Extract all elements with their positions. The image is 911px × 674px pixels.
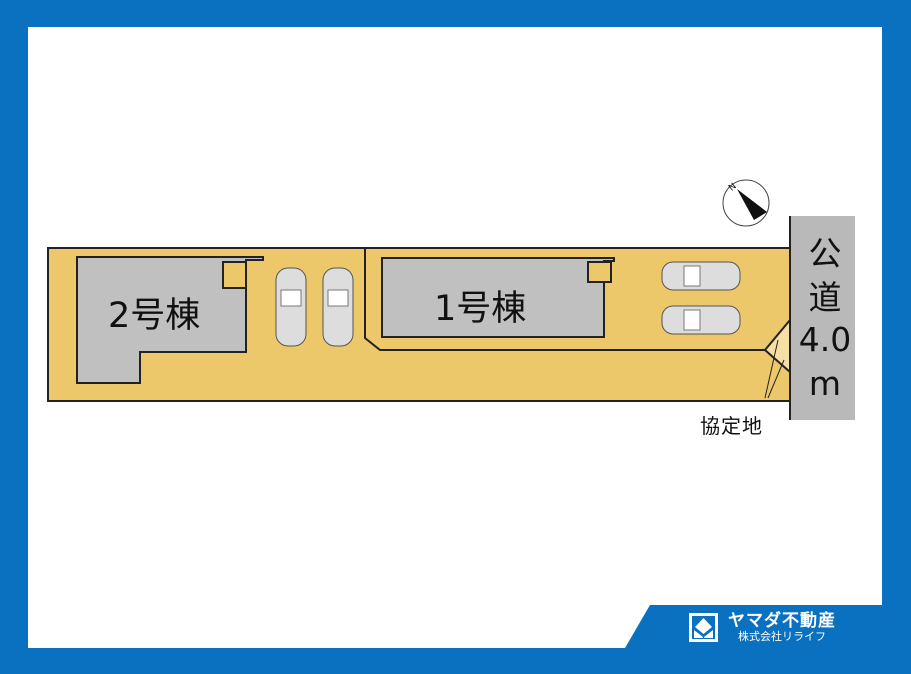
building-1-porch — [587, 261, 612, 283]
car-icon — [322, 267, 354, 347]
north-arrow-icon: N — [722, 179, 770, 227]
leader-line — [764, 339, 779, 399]
leader-line — [767, 359, 785, 399]
building-2-label: 2号棟 — [108, 296, 201, 336]
road-label-1: 公 — [808, 234, 842, 273]
brand-name: ヤマダ不動産 — [728, 611, 836, 631]
road-label-3: 4.0 — [798, 320, 852, 359]
building-2-porch — [222, 261, 247, 289]
car-icon — [275, 267, 307, 347]
lot-divider — [364, 248, 770, 351]
agreement-area-label: 協定地 — [700, 414, 763, 438]
road-label-4: m — [808, 364, 842, 403]
road-label-2: 道 — [808, 278, 842, 317]
car-icon — [661, 305, 741, 335]
building-2 — [76, 256, 264, 384]
building-1-label: 1号棟 — [434, 289, 527, 329]
svg-text:N: N — [727, 182, 739, 194]
company-name: 株式会社リライフ — [738, 630, 826, 643]
company-logo-icon — [689, 613, 718, 642]
public-road — [791, 216, 855, 420]
car-icon — [661, 261, 741, 291]
